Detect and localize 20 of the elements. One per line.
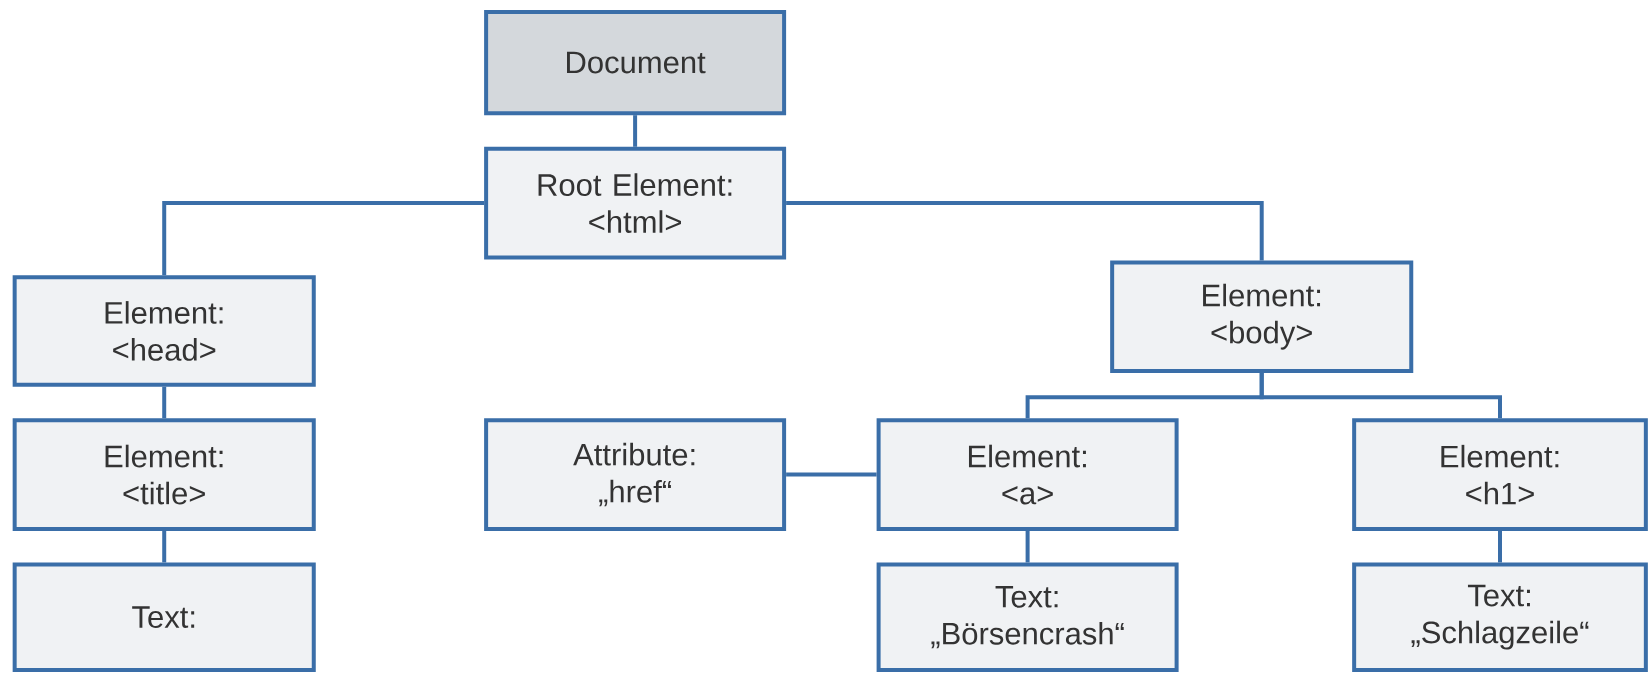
element-box: Element: <head> [12,275,316,387]
element-box: Element: <title> [12,418,316,531]
connector-line [786,472,877,477]
connector-line [162,530,167,563]
connector-line [162,386,167,419]
connector-line [1498,530,1502,563]
element-box: Text: „Börsencrash“ [876,562,1179,672]
connector-line [633,115,638,147]
connector-line [1259,373,1502,419]
element-box: Element: <a> [876,418,1179,531]
element-box: Text: „Schlagzeile“ [1352,562,1648,672]
element-box: Text: [12,562,316,672]
connector-line [786,201,1264,261]
element-box: Root Element: <html> [484,146,787,260]
element-box: Attribute: „href“ [484,418,787,531]
connector-line [162,201,485,276]
connector-line [1025,530,1030,563]
document-box: Document [484,10,787,116]
element-box: Element: <body> [1110,260,1414,373]
element-box: Element: <h1> [1352,418,1648,531]
